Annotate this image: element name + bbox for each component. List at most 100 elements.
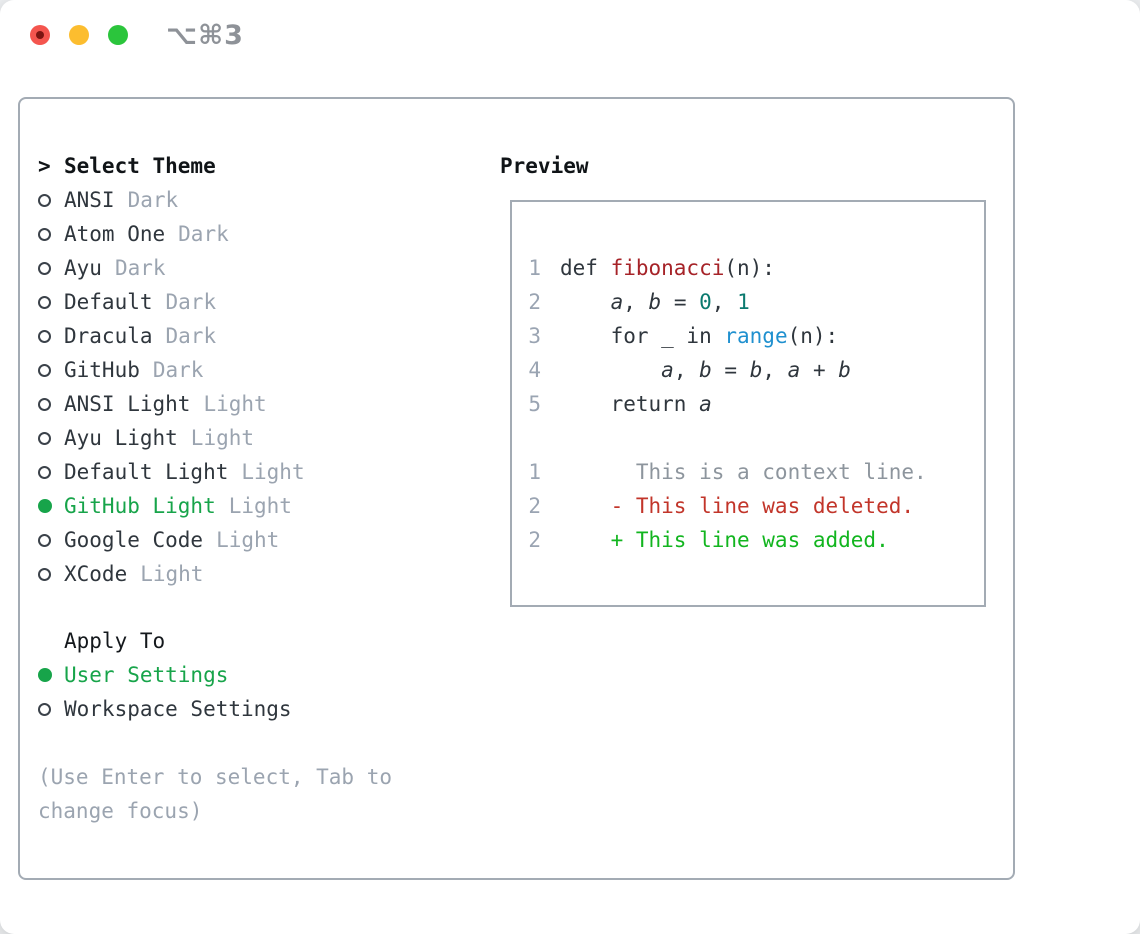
option-label: Workspace Settings: [64, 697, 292, 721]
option-label: Dracula: [64, 324, 153, 348]
code-segment-variable: a: [610, 290, 624, 314]
theme-option-github-light[interactable]: GitHub Light Light: [38, 489, 417, 523]
help-text: (Use Enter to select, Tab to change focu…: [38, 765, 393, 823]
code-text: return a: [560, 392, 712, 416]
radio-icon: [38, 261, 64, 275]
traffic-lights: [30, 25, 128, 45]
code-segment-builtin: range: [724, 324, 788, 348]
code-segment-variable: b: [749, 358, 763, 382]
option-variant-label: Light: [190, 426, 255, 450]
code-segment-variable: b: [838, 358, 851, 382]
preview-code-line: 3 for _ in range(n):: [528, 319, 984, 353]
line-number: 1: [528, 256, 541, 280]
code-segment-number: 1: [737, 290, 750, 314]
code-segment-code: =: [661, 290, 700, 314]
apply-option-user-settings[interactable]: User Settings: [38, 658, 417, 692]
code-segment-code: for _ in: [560, 324, 725, 348]
option-label: GitHub Light: [64, 494, 216, 518]
code-segment-code: [560, 358, 661, 382]
option-label: ANSI Light: [64, 392, 191, 416]
option-label: ANSI: [64, 188, 115, 212]
window-titlebar: ⌥⌘3: [0, 0, 1140, 70]
keybinding-label: ⌥⌘3: [166, 19, 244, 51]
code-segment-added: + This line was added.: [560, 528, 889, 552]
option-variant-label: Light: [203, 392, 267, 416]
radio-icon: [38, 397, 64, 411]
radio-icon: [38, 567, 64, 581]
preview-code-line: 1 def fibonacci(n):: [528, 251, 984, 285]
code-segment-code: =: [711, 358, 750, 382]
option-variant-label: Dark: [165, 324, 217, 348]
theme-option-ayu-light[interactable]: Ayu Light Light: [38, 421, 417, 455]
preview-code-line: 4 a, b = b, a + b: [528, 353, 984, 387]
code-text: a, b = 0, 1: [560, 290, 750, 314]
apply-option-workspace-settings[interactable]: Workspace Settings: [38, 692, 417, 726]
code-text: def fibonacci(n):: [560, 256, 775, 280]
code-segment-variable: a: [699, 392, 712, 416]
preview-code-line: [528, 421, 984, 455]
option-label: Ayu: [64, 256, 102, 280]
option-label: Ayu Light: [64, 426, 178, 450]
radio-icon: [38, 702, 64, 716]
theme-option-ansi[interactable]: ANSI Dark: [38, 183, 417, 217]
select-theme-title: >Select Theme: [38, 154, 216, 178]
code-segment-code: ,: [673, 358, 700, 382]
line-number: 2: [528, 494, 541, 518]
option-label: GitHub: [64, 358, 140, 382]
radio-selected-icon: [38, 668, 64, 682]
radio-icon: [38, 227, 64, 241]
preview-code-line: 2 a, b = 0, 1: [528, 285, 984, 319]
radio-selected-icon: [38, 499, 64, 513]
radio-icon: [38, 363, 64, 377]
code-segment-number: 0: [699, 290, 712, 314]
line-number: 2: [528, 528, 541, 552]
radio-icon: [38, 431, 64, 445]
code-text: a, b = b, a + b: [560, 358, 851, 382]
code-segment-code: ,: [762, 358, 788, 382]
option-variant-label: Light: [140, 562, 204, 586]
line-number: 3: [528, 324, 541, 348]
cursor-prompt-icon: >: [38, 154, 51, 178]
option-variant-label: Dark: [127, 188, 179, 212]
radio-icon: [38, 295, 64, 309]
code-segment-function: fibonacci: [610, 256, 725, 280]
option-label: Google Code: [64, 528, 204, 552]
zoom-button[interactable]: [108, 25, 128, 45]
code-text: for _ in range(n):: [560, 324, 839, 348]
code-text: + This line was added.: [560, 528, 889, 552]
code-segment-code: +: [800, 358, 839, 382]
code-segment-code: (n):: [724, 256, 775, 280]
apply-to-title: Apply To: [64, 629, 166, 653]
theme-option-dracula[interactable]: Dracula Dark: [38, 319, 417, 353]
minimize-button[interactable]: [69, 25, 89, 45]
preview-column: Preview: [500, 149, 589, 183]
code-segment-code: def: [560, 256, 611, 280]
option-variant-label: Light: [228, 494, 292, 518]
option-variant-label: Dark: [178, 222, 229, 246]
preview-code-line: 5 return a: [528, 387, 984, 421]
radio-icon: [38, 193, 64, 207]
radio-icon: [38, 465, 64, 479]
close-button[interactable]: [30, 25, 50, 45]
code-segment-variable: a: [787, 358, 801, 382]
theme-option-ansi-light[interactable]: ANSI Light Light: [38, 387, 417, 421]
code-segment-variable: b: [699, 358, 712, 382]
code-segment-code: return: [560, 392, 700, 416]
code-segment-deleted: - This line was deleted.: [560, 494, 915, 518]
preview-title: Preview: [500, 154, 589, 178]
code-segment-code: (n):: [787, 324, 839, 348]
code-text: This is a context line.: [560, 460, 927, 484]
